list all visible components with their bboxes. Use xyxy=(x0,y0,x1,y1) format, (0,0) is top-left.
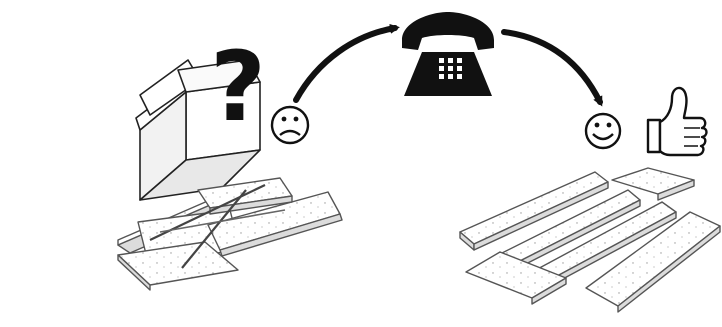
sad-face-icon xyxy=(272,107,308,143)
arrow-to-solution xyxy=(504,32,600,102)
happy-face-icon xyxy=(586,114,620,148)
thumbs-up-icon xyxy=(648,88,707,155)
question-mark: ? xyxy=(210,31,266,143)
arrow-to-phone xyxy=(296,28,395,100)
organized-boards xyxy=(460,168,720,312)
telephone-icon xyxy=(402,12,494,96)
